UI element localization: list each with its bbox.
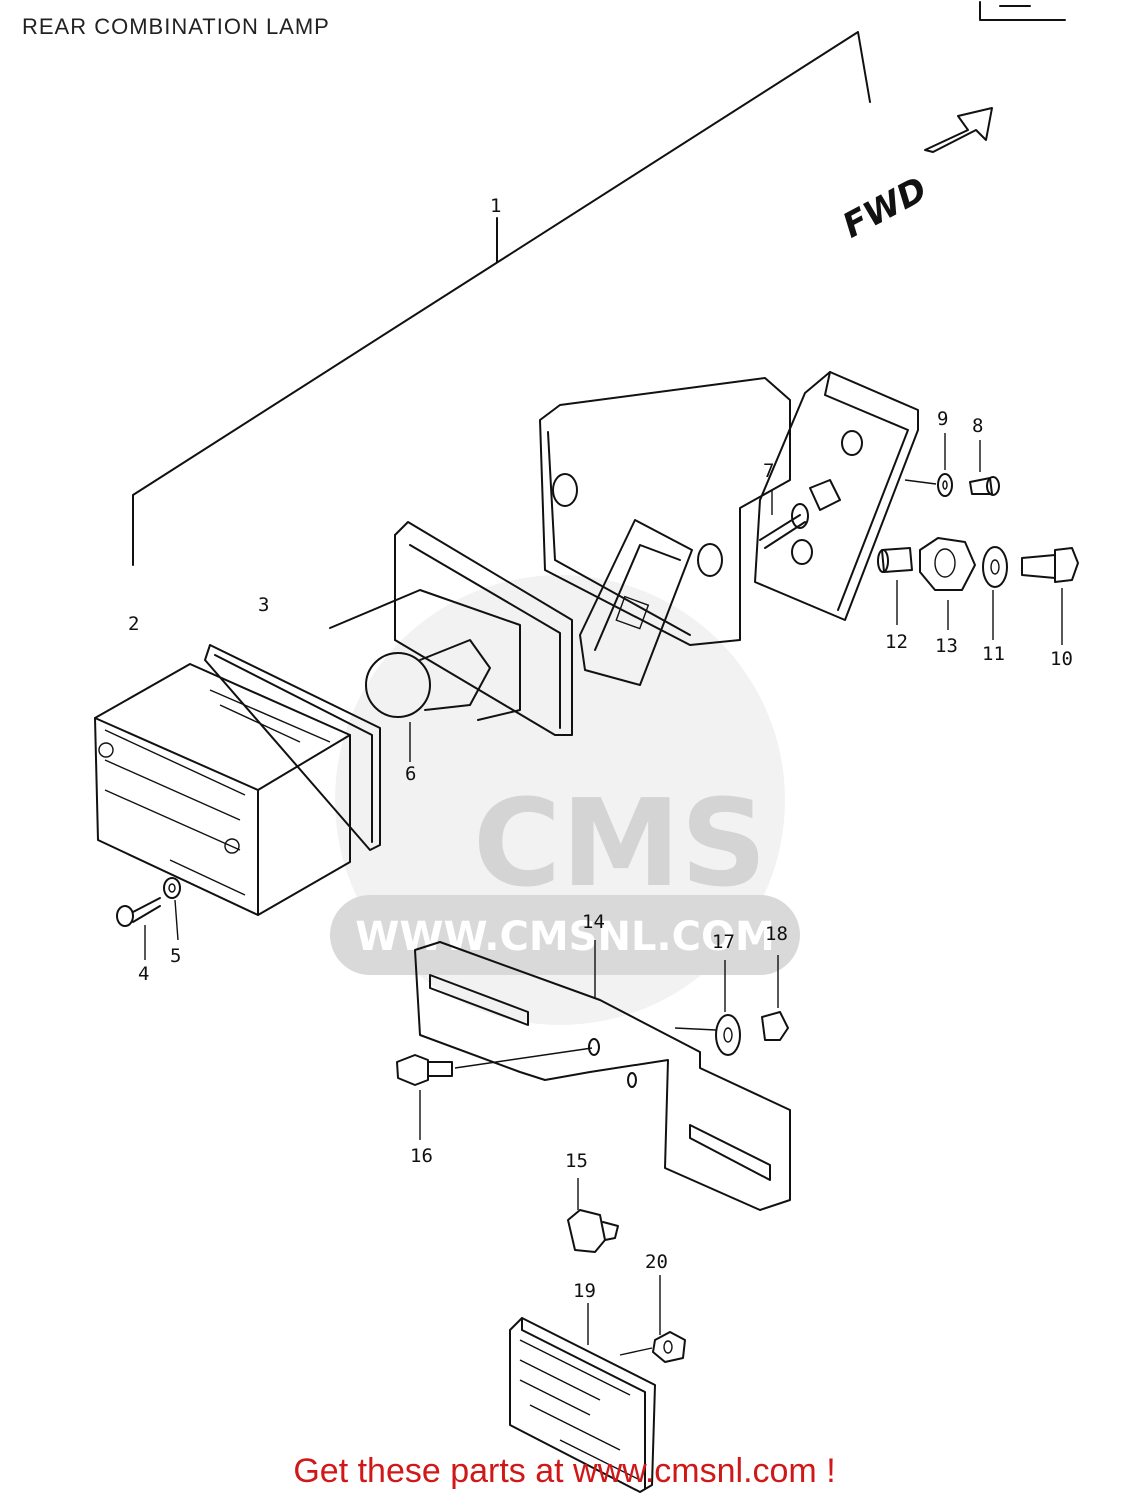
part-gasket bbox=[204, 644, 381, 851]
part-washer bbox=[163, 877, 181, 941]
callout-8: 8 bbox=[972, 415, 983, 437]
part-bolt-10 bbox=[1021, 547, 1079, 645]
callout-18: 18 bbox=[765, 923, 788, 945]
callout-4: 4 bbox=[138, 963, 149, 985]
callout-5: 5 bbox=[170, 945, 181, 967]
callout-15: 15 bbox=[565, 1150, 588, 1172]
part-lens bbox=[94, 663, 351, 916]
callout-1: 1 bbox=[490, 195, 501, 217]
callout-9: 9 bbox=[937, 408, 948, 430]
part-reflector-19 bbox=[509, 1303, 656, 1493]
callout-12: 12 bbox=[885, 631, 908, 653]
part-collar-12 bbox=[877, 547, 913, 625]
part-grommet-15 bbox=[567, 1178, 619, 1253]
part-nut-13 bbox=[919, 537, 976, 630]
part-nut-20 bbox=[619, 1275, 686, 1363]
part-inner-plate bbox=[579, 519, 693, 686]
watermark-url: WWW.CMSNL.COM bbox=[355, 914, 775, 960]
part-bolt-7 bbox=[759, 490, 809, 549]
callout-7: 7 bbox=[763, 460, 774, 482]
footer-link-text[interactable]: Get these parts at www.cmsnl.com ! bbox=[293, 1452, 836, 1490]
part-mount-plate bbox=[754, 371, 919, 621]
part-screw-8 bbox=[969, 440, 1000, 496]
page-title: REAR COMBINATION LAMP bbox=[22, 14, 330, 39]
part-license-bracket bbox=[414, 940, 791, 1211]
corner-mark bbox=[979, 1, 1066, 21]
callout-20: 20 bbox=[645, 1251, 668, 1273]
cms-watermark: WWW.CMSNL.COM CMS bbox=[330, 575, 800, 1025]
callout-19: 19 bbox=[573, 1280, 596, 1302]
part-nut-18 bbox=[761, 955, 789, 1041]
callout-11: 11 bbox=[982, 643, 1005, 665]
part-housing bbox=[539, 377, 791, 646]
callout-16: 16 bbox=[410, 1145, 433, 1167]
fwd-label: FWD bbox=[836, 169, 933, 246]
callout-3: 3 bbox=[258, 594, 269, 616]
watermark-logo: CMS bbox=[473, 775, 767, 914]
part-washer-11 bbox=[982, 546, 1008, 640]
callout-6: 6 bbox=[405, 763, 416, 785]
forward-arrow-icon: FWD bbox=[836, 107, 993, 246]
callout-labels: 1 2 3 4 5 6 7 8 9 10 11 12 13 14 15 16 1… bbox=[128, 195, 1073, 1302]
callout-13: 13 bbox=[935, 635, 958, 657]
part-washer-17 bbox=[674, 960, 741, 1056]
part-socket bbox=[329, 521, 573, 762]
part-washer-9 bbox=[904, 433, 953, 497]
assembly-bracket-1 bbox=[132, 31, 871, 566]
callout-2: 2 bbox=[128, 613, 139, 635]
callout-17: 17 bbox=[712, 931, 735, 953]
part-bolt-16 bbox=[396, 1047, 593, 1140]
part-screw bbox=[116, 897, 161, 960]
callout-14: 14 bbox=[582, 911, 605, 933]
callout-10: 10 bbox=[1050, 648, 1073, 670]
